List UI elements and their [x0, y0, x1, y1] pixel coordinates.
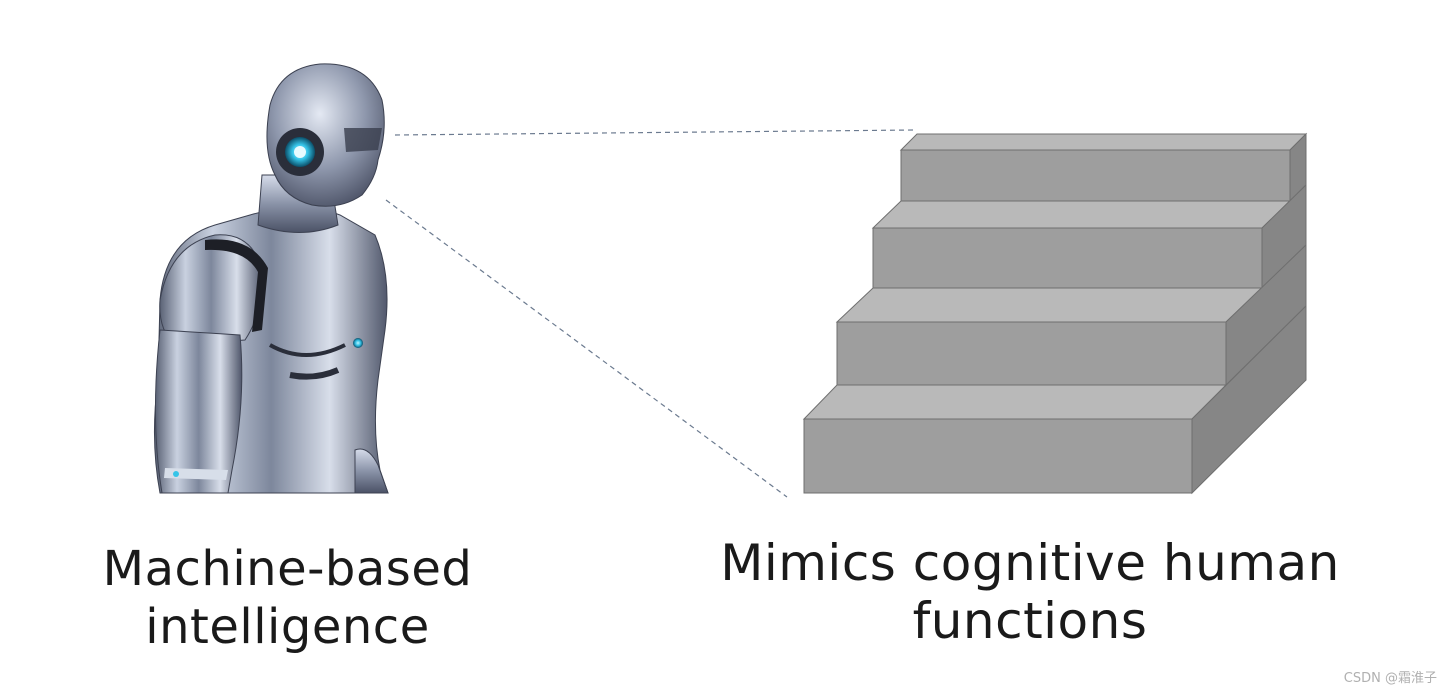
staircase-icon: [802, 132, 1308, 495]
left-caption-line-1: Machine-based: [102, 541, 473, 597]
step-top-face-3: [871, 200, 1292, 229]
step-top-face-1: [802, 384, 1228, 420]
connector-line-top: [394, 129, 916, 136]
watermark: CSDN @霜淮子: [1343, 671, 1437, 686]
left-caption: Machine-based intelligence: [40, 540, 535, 656]
right-caption: Mimics cognitive human functions: [710, 534, 1350, 650]
step-top-face-2: [835, 287, 1264, 323]
step-front-1: [803, 418, 1193, 494]
robot-figure-icon: [153, 63, 389, 494]
step-front-3: [872, 227, 1263, 289]
step-top-face-4: [899, 133, 1308, 151]
step-front-4: [900, 149, 1291, 202]
right-caption-line-2: functions: [912, 592, 1148, 650]
left-caption-line-2: intelligence: [145, 599, 430, 655]
connector-line-bottom: [385, 199, 788, 498]
step-front-2: [836, 321, 1227, 386]
right-caption-line-1: Mimics cognitive human: [720, 534, 1340, 592]
